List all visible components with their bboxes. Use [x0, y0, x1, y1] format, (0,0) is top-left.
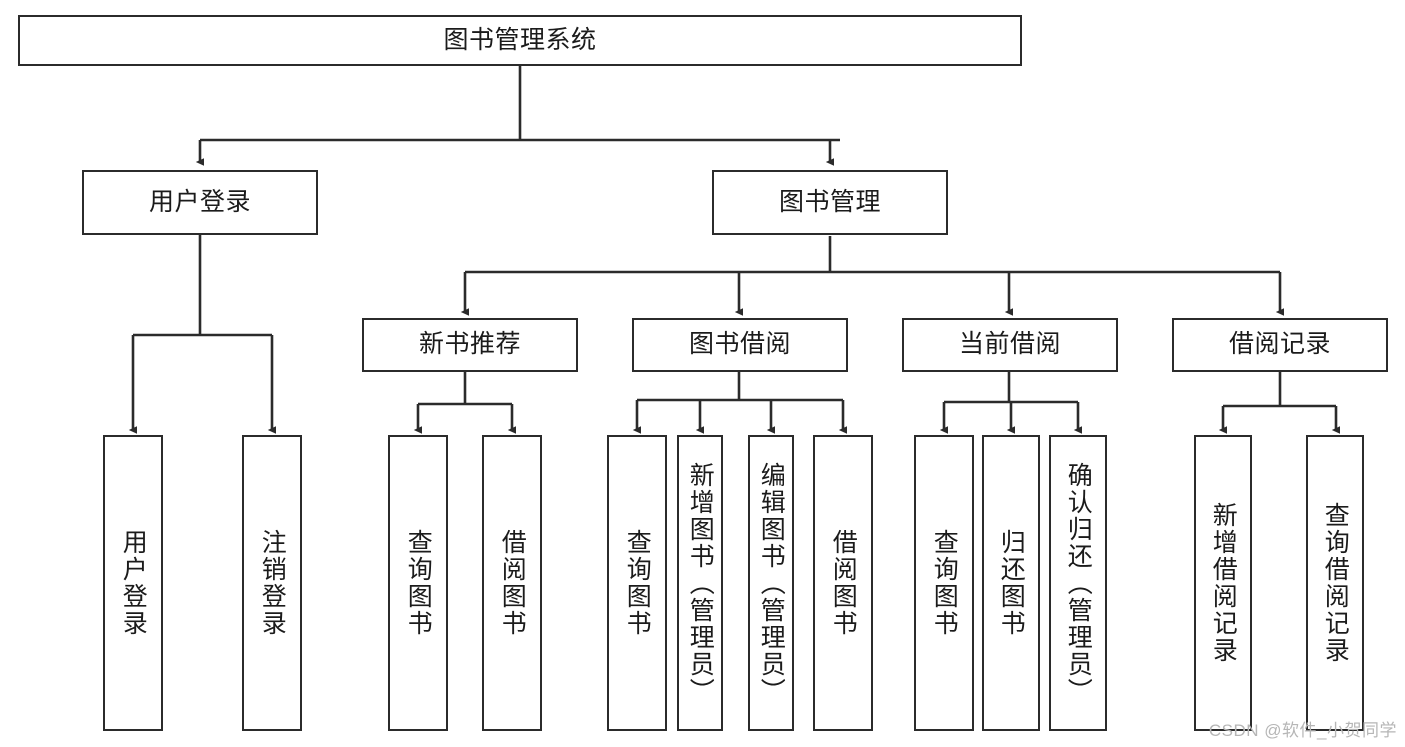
node-leaf-confirm-return[interactable]: 确认归还（管理员） — [1049, 435, 1107, 731]
node-leaf-query-book-3-label: 查询图书 — [930, 529, 959, 637]
node-leaf-query-book-2[interactable]: 查询图书 — [607, 435, 667, 731]
node-leaf-logout-login[interactable]: 注销登录 — [242, 435, 302, 731]
node-leaf-query-book-3[interactable]: 查询图书 — [914, 435, 974, 731]
node-leaf-add-borrow-record[interactable]: 新增借阅记录 — [1194, 435, 1252, 731]
node-leaf-query-borrow-record-label: 查询借阅记录 — [1321, 502, 1350, 664]
node-user-login[interactable]: 用户登录 — [82, 170, 318, 235]
node-leaf-borrow-book-2[interactable]: 借阅图书 — [813, 435, 873, 731]
node-leaf-confirm-return-label: 确认归还（管理员） — [1064, 461, 1093, 705]
node-book-borrow-label: 图书借阅 — [688, 330, 791, 359]
node-new-book-recommend[interactable]: 新书推荐 — [362, 318, 578, 372]
node-leaf-query-borrow-record[interactable]: 查询借阅记录 — [1306, 435, 1364, 731]
node-leaf-return-book-label: 归还图书 — [997, 529, 1026, 637]
node-borrow-record-label: 借阅记录 — [1228, 330, 1331, 359]
node-new-book-recommend-label: 新书推荐 — [418, 330, 521, 359]
node-current-borrow-label: 当前借阅 — [958, 330, 1061, 359]
node-leaf-add-book-label: 新增图书（管理员） — [686, 461, 715, 705]
node-book-borrow[interactable]: 图书借阅 — [632, 318, 848, 372]
node-leaf-borrow-book-1[interactable]: 借阅图书 — [482, 435, 542, 731]
node-leaf-return-book[interactable]: 归还图书 — [982, 435, 1040, 731]
node-leaf-query-book-1-label: 查询图书 — [404, 529, 433, 637]
node-leaf-logout-login-label: 注销登录 — [258, 529, 287, 637]
node-book-manage-label: 图书管理 — [778, 187, 881, 216]
csdn-watermark: CSDN @软件_小贺同学 — [1208, 721, 1397, 740]
node-root-label: 图书管理系统 — [443, 25, 597, 54]
node-root[interactable]: 图书管理系统 — [18, 15, 1022, 66]
node-leaf-add-book[interactable]: 新增图书（管理员） — [677, 435, 723, 731]
node-leaf-borrow-book-2-label: 借阅图书 — [829, 529, 858, 637]
node-leaf-add-borrow-record-label: 新增借阅记录 — [1209, 502, 1238, 664]
node-leaf-query-book-1[interactable]: 查询图书 — [388, 435, 448, 731]
node-leaf-edit-book-label: 编辑图书（管理员） — [757, 461, 786, 705]
node-leaf-borrow-book-1-label: 借阅图书 — [498, 529, 527, 637]
node-current-borrow[interactable]: 当前借阅 — [902, 318, 1118, 372]
node-leaf-user-login[interactable]: 用户登录 — [103, 435, 163, 731]
node-user-login-label: 用户登录 — [148, 187, 251, 216]
node-leaf-query-book-2-label: 查询图书 — [623, 529, 652, 637]
node-book-manage[interactable]: 图书管理 — [712, 170, 948, 235]
node-borrow-record[interactable]: 借阅记录 — [1172, 318, 1388, 372]
node-leaf-edit-book[interactable]: 编辑图书（管理员） — [748, 435, 794, 731]
node-leaf-user-login-label: 用户登录 — [119, 529, 148, 637]
